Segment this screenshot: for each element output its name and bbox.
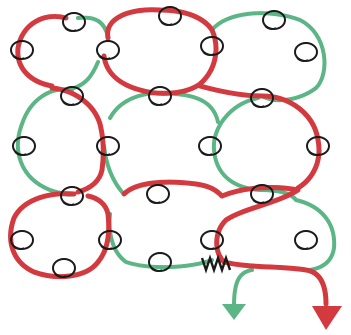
small-ring-tail — [200, 151, 213, 156]
small-ring-tail — [62, 201, 75, 206]
small-ring-tail — [54, 273, 67, 278]
red-strand — [8, 7, 342, 330]
green-loop-top-right — [210, 11, 327, 103]
small-ring-tail — [296, 245, 309, 250]
green-loop-top-left-lower — [72, 60, 100, 90]
small-ring-tail — [100, 245, 113, 250]
green-loop-center-lower — [102, 144, 124, 194]
small-ring-tail — [150, 267, 163, 272]
red-loop-middle-left — [49, 85, 106, 195]
small-ring-tail — [12, 55, 25, 60]
green-loop-bottom-center — [107, 212, 214, 270]
red-loop-top-center-connect — [197, 83, 265, 99]
green-loop-middle-right — [211, 96, 337, 272]
green-arrow-shaft — [232, 268, 254, 308]
small-ring-tail — [202, 245, 215, 250]
small-ring-tail — [308, 151, 321, 156]
red-loop-bottom-right — [214, 185, 329, 307]
red-loop-top-center — [101, 7, 219, 96]
small-ring-tail — [264, 25, 277, 30]
small-ring-tail — [62, 101, 75, 106]
red-loop-bottom-left — [8, 191, 112, 280]
small-ring-tail — [252, 103, 265, 108]
small-ring-tail — [12, 245, 25, 250]
small-ring-tail — [148, 199, 161, 204]
scribble-knot — [200, 254, 232, 274]
small-ring-tail — [98, 151, 111, 156]
green-loop-center — [108, 90, 220, 124]
red-loop-top-left — [15, 14, 69, 89]
small-ring-tail — [202, 51, 215, 56]
small-ring-tail — [64, 27, 77, 32]
green-arrow-head — [222, 304, 246, 320]
small-ring-tail — [296, 57, 309, 62]
red-loop-bottom-center — [121, 179, 225, 199]
red-loop-middle-right — [259, 93, 322, 191]
small-ring-tail — [98, 55, 111, 60]
red-arrow-head — [312, 306, 342, 330]
small-ring-tail — [252, 199, 265, 204]
small-ring-tail — [160, 21, 173, 26]
small-ring-tail — [14, 151, 27, 156]
small-rings — [10, 6, 330, 278]
small-ring-tail — [150, 101, 163, 106]
green-loop-middle-left — [15, 87, 76, 197]
